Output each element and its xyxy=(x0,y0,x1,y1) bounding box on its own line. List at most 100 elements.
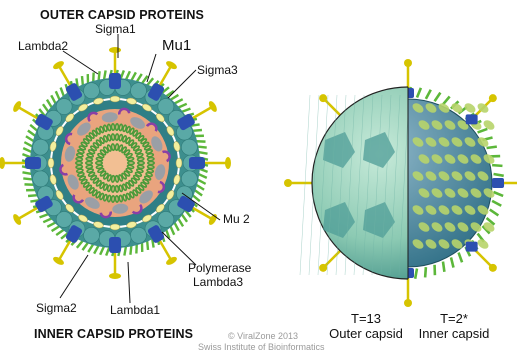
sigma3-protein xyxy=(56,91,60,100)
sigma1-head xyxy=(109,47,121,53)
credit-copyright: © ViralZone 2013 xyxy=(228,331,298,341)
sigma1-head xyxy=(165,60,178,71)
sigma3-protein xyxy=(198,152,207,154)
sigma3-protein xyxy=(82,76,83,85)
sigma3-protein xyxy=(182,214,187,222)
sigma1-head xyxy=(109,273,121,279)
lambda2-turret xyxy=(466,242,478,252)
label-mu2: Mu 2 xyxy=(223,213,250,226)
sigma3-protein xyxy=(47,222,55,226)
sigma3-protein xyxy=(197,179,205,183)
sigma3-protein xyxy=(494,174,504,176)
outer-capsid-header: OUTER CAPSID PROTEINS xyxy=(40,8,204,22)
lattice-line xyxy=(300,95,310,275)
sigma3-protein xyxy=(174,99,182,103)
sigma3-protein xyxy=(61,88,64,97)
sigma1-head xyxy=(489,264,497,272)
label-mu1: Mu1 xyxy=(162,38,191,54)
virion-cross-section xyxy=(0,47,231,279)
sigma3-protein xyxy=(492,165,502,166)
sigma2-protein xyxy=(48,158,54,168)
sigma3-protein xyxy=(104,70,106,79)
mu1-subunit xyxy=(33,171,49,187)
sigma3-protein xyxy=(131,72,135,80)
sigma3-protein xyxy=(182,109,191,112)
lambda1-subunit xyxy=(463,101,477,114)
sigma1-head xyxy=(489,94,497,102)
label-lambda1: Lambda1 xyxy=(110,304,160,317)
label-lambda2: Lambda2 xyxy=(18,40,68,53)
mu1-subunit xyxy=(181,139,197,155)
sigma3-protein xyxy=(142,76,148,84)
sigma3-protein xyxy=(492,201,501,206)
sigma1-head xyxy=(404,299,412,307)
sigma1-head xyxy=(404,59,412,67)
sigma3-protein xyxy=(435,93,441,102)
sigma3-protein xyxy=(487,147,497,148)
lambda2-turret xyxy=(25,157,41,169)
sigma1-head xyxy=(319,94,327,102)
sigma3-protein xyxy=(52,226,60,231)
sigma3-protein xyxy=(147,241,148,250)
sigma1-head xyxy=(207,100,218,113)
mu1-subunit xyxy=(33,139,49,155)
sigma3-protein xyxy=(494,192,504,196)
sigma3-protein xyxy=(415,269,417,279)
sigma3-protein xyxy=(24,142,32,146)
sigma3-protein xyxy=(490,210,499,216)
label-sigma2: Sigma2 xyxy=(36,302,77,315)
sigma1-head xyxy=(12,213,23,226)
sigma3-protein xyxy=(47,100,52,108)
sigma3-protein xyxy=(170,226,174,235)
sigma3-protein xyxy=(26,136,34,141)
sigma3-protein xyxy=(100,246,104,255)
sigma3-protein xyxy=(170,95,178,100)
sigma3-protein xyxy=(30,125,37,131)
sigma1-head xyxy=(165,255,178,266)
sigma3-protein xyxy=(451,257,453,267)
sigma3-protein xyxy=(195,190,203,196)
sigma3-protein xyxy=(193,130,202,131)
sigma3-protein xyxy=(99,71,100,80)
mu1-subunit xyxy=(181,171,197,187)
sigma3-protein xyxy=(28,130,36,136)
sigma3-protein xyxy=(130,245,131,254)
sigma3-protein xyxy=(22,172,31,174)
inner-t-number: T=2* xyxy=(424,312,484,326)
sigma2-protein xyxy=(110,96,120,102)
virion-surface-view xyxy=(284,59,517,307)
sigma3-protein xyxy=(43,104,48,112)
lambda2-turret xyxy=(492,178,504,188)
label-sigma1: Sigma1 xyxy=(95,23,136,36)
sigma1-head xyxy=(52,255,65,266)
sigma3-protein xyxy=(196,185,204,190)
sigma3-protein xyxy=(28,195,37,196)
sigma3-protein xyxy=(459,253,463,263)
sigma3-protein xyxy=(40,214,49,217)
sigma3-protein xyxy=(56,230,64,235)
sigma3-protein xyxy=(193,195,200,201)
sigma3-protein xyxy=(178,104,187,108)
mu1-subunit xyxy=(84,227,100,243)
sigma1-head xyxy=(0,157,5,169)
sigma3-protein xyxy=(425,267,426,277)
sigma3-protein xyxy=(126,71,130,80)
sigma1-head xyxy=(319,264,327,272)
lambda2-turret xyxy=(466,114,478,124)
sigma1-head xyxy=(225,157,231,169)
mu1-subunit xyxy=(130,227,146,243)
sigma3-protein xyxy=(88,244,93,252)
sigma3-protein xyxy=(43,218,52,222)
sigma3-protein xyxy=(124,246,126,255)
label-polymerase: Polymerase xyxy=(188,262,251,275)
sigma3-protein xyxy=(417,88,421,98)
sigma3-protein xyxy=(82,243,88,251)
sigma3-protein xyxy=(178,218,183,226)
outer-capsid-caption: Outer capsid xyxy=(316,327,416,341)
credit-institute: Swiss Institute of Bioinformatics xyxy=(198,342,325,352)
sigma3-protein xyxy=(426,90,431,99)
sigma3-protein xyxy=(443,262,444,272)
sigma3-protein xyxy=(443,97,450,105)
